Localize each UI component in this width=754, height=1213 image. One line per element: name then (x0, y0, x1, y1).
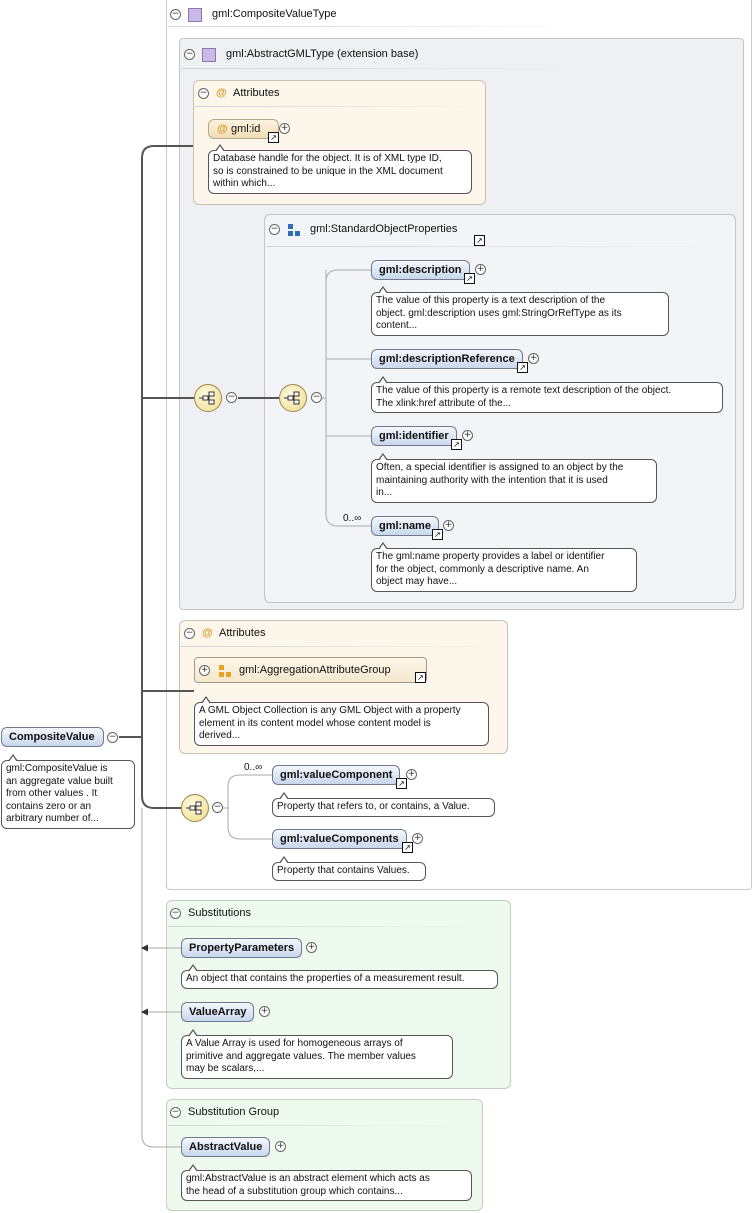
sequence-compositor-icon[interactable] (279, 384, 307, 412)
group-icon (288, 224, 300, 236)
substitutions-title: Substitutions (188, 907, 251, 919)
collapse-standard-object-properties-toggle[interactable]: − (269, 224, 280, 235)
element-gml-value-component[interactable]: gml:valueComponent (272, 765, 401, 785)
complex-type-icon (202, 48, 216, 62)
ref-arrow-icon[interactable]: ↗ (432, 529, 443, 540)
collapse-sequence-toggle[interactable]: − (226, 392, 237, 403)
expand-gml-identifier-toggle[interactable]: + (462, 430, 473, 441)
expand-gml-description-reference-toggle[interactable]: + (528, 353, 539, 364)
collapse-composite-value-type-toggle[interactable]: − (170, 9, 181, 20)
expand-property-parameters-toggle[interactable]: + (306, 942, 317, 953)
cardinality-label: 0..∞ (343, 513, 362, 524)
aggregation-attribute-group-doc: A GML Object Collection is any GML Objec… (194, 696, 489, 746)
element-value-array[interactable]: ValueArray (181, 1002, 255, 1022)
expand-abstract-value-toggle[interactable]: + (275, 1141, 286, 1152)
attributes-divider (195, 106, 484, 107)
standard-object-properties-title: gml:StandardObjectProperties (310, 223, 458, 235)
gml-value-component-doc: Property that refers to, or contains, a … (272, 792, 495, 817)
expand-aggregation-attribute-group-toggle[interactable]: + (199, 665, 210, 676)
collapse-substitution-group-toggle[interactable]: − (170, 1107, 181, 1118)
gml-value-components-doc: Property that contains Values. (272, 856, 426, 881)
expand-gml-id-toggle[interactable]: + (279, 123, 290, 134)
collapse-sequence-toggle[interactable]: − (212, 802, 223, 813)
ref-arrow-icon[interactable]: ↗ (415, 672, 426, 683)
element-gml-value-components[interactable]: gml:valueComponents (272, 829, 407, 849)
sequence-glyph (186, 801, 202, 815)
attr-gml-id[interactable]: @ gml:id (208, 119, 279, 139)
attribute-icon: @ (217, 123, 228, 135)
expand-gml-value-component-toggle[interactable]: + (406, 769, 417, 780)
collapse-abstract-gml-type-toggle[interactable]: − (184, 49, 195, 60)
gml-description-reference-doc: The value of this property is a remote t… (371, 376, 723, 413)
sequence-glyph (284, 391, 300, 405)
gml-name-doc: The gml:name property provides a label o… (371, 542, 637, 592)
ref-arrow-icon[interactable]: ↗ (474, 235, 485, 246)
abstract-value-doc: gml:AbstractValue is an abstract element… (181, 1164, 472, 1201)
substitution-group-divider (168, 1125, 480, 1126)
attribute-icon: @ (202, 627, 213, 639)
element-gml-name[interactable]: gml:name (371, 516, 439, 536)
ref-arrow-icon[interactable]: ↗ (402, 842, 413, 853)
standard-object-properties-divider (266, 246, 734, 247)
collapse-attributes-toggle[interactable]: − (184, 628, 195, 639)
ref-arrow-icon[interactable]: ↗ (451, 439, 462, 450)
attr-group-gml-aggregation-attribute-group[interactable]: + gml:AggregationAttributeGroup ↗ (194, 657, 427, 683)
attribute-icon: @ (216, 87, 227, 99)
attributes-divider (181, 646, 506, 647)
ref-arrow-icon[interactable]: ↗ (517, 362, 528, 373)
aggregation-attribute-group-label: gml:AggregationAttributeGroup (239, 664, 391, 676)
element-gml-identifier[interactable]: gml:identifier (371, 426, 457, 446)
attribute-group-icon (219, 665, 231, 677)
complex-type-icon (188, 8, 202, 22)
substitutions-divider (168, 926, 508, 927)
collapse-attributes-toggle[interactable]: − (198, 88, 209, 99)
collapse-substitutions-toggle[interactable]: − (170, 908, 181, 919)
expand-gml-value-components-toggle[interactable]: + (412, 833, 423, 844)
ref-arrow-icon[interactable]: ↗ (464, 273, 475, 284)
abstract-gml-type-divider (181, 68, 606, 69)
value-array-doc: A Value Array is used for homogeneous ar… (181, 1029, 453, 1079)
element-gml-description[interactable]: gml:description (371, 260, 470, 280)
sequence-compositor-icon[interactable] (181, 794, 209, 822)
collapse-sequence-toggle[interactable]: − (311, 392, 322, 403)
element-property-parameters[interactable]: PropertyParameters (181, 938, 303, 958)
abstract-gml-type-title: gml:AbstractGMLType (extension base) (226, 48, 419, 60)
gml-description-doc: The value of this property is a text des… (371, 286, 669, 336)
composite-value-type-title: gml:CompositeValueType (212, 8, 337, 20)
sequence-compositor-icon[interactable] (194, 384, 222, 412)
element-gml-description-reference[interactable]: gml:descriptionReference (371, 349, 523, 369)
element-abstract-value[interactable]: AbstractValue (181, 1137, 271, 1157)
expand-gml-name-toggle[interactable]: + (443, 520, 454, 531)
substitution-group-title: Substitution Group (188, 1106, 280, 1118)
root-element-composite-value[interactable]: CompositeValue (1, 727, 104, 747)
composite-value-type-divider (168, 26, 588, 27)
attr-gml-id-label: gml:id (231, 123, 261, 135)
cardinality-label: 0..∞ (244, 762, 263, 773)
attributes-title: Attributes (219, 627, 266, 639)
property-parameters-doc: An object that contains the properties o… (181, 964, 498, 989)
sequence-glyph (199, 391, 215, 405)
ref-arrow-icon[interactable]: ↗ (396, 778, 407, 789)
gml-id-doc: Database handle for the object. It is of… (208, 144, 472, 194)
composite-value-doc: gml:CompositeValue is an aggregate value… (1, 754, 135, 829)
attributes-title: Attributes (233, 87, 280, 99)
expand-value-array-toggle[interactable]: + (259, 1006, 270, 1017)
ref-arrow-icon[interactable]: ↗ (268, 132, 279, 143)
gml-identifier-doc: Often, a special identifier is assigned … (371, 453, 657, 503)
collapse-composite-value-toggle[interactable]: − (107, 732, 118, 743)
expand-gml-description-toggle[interactable]: + (475, 264, 486, 275)
